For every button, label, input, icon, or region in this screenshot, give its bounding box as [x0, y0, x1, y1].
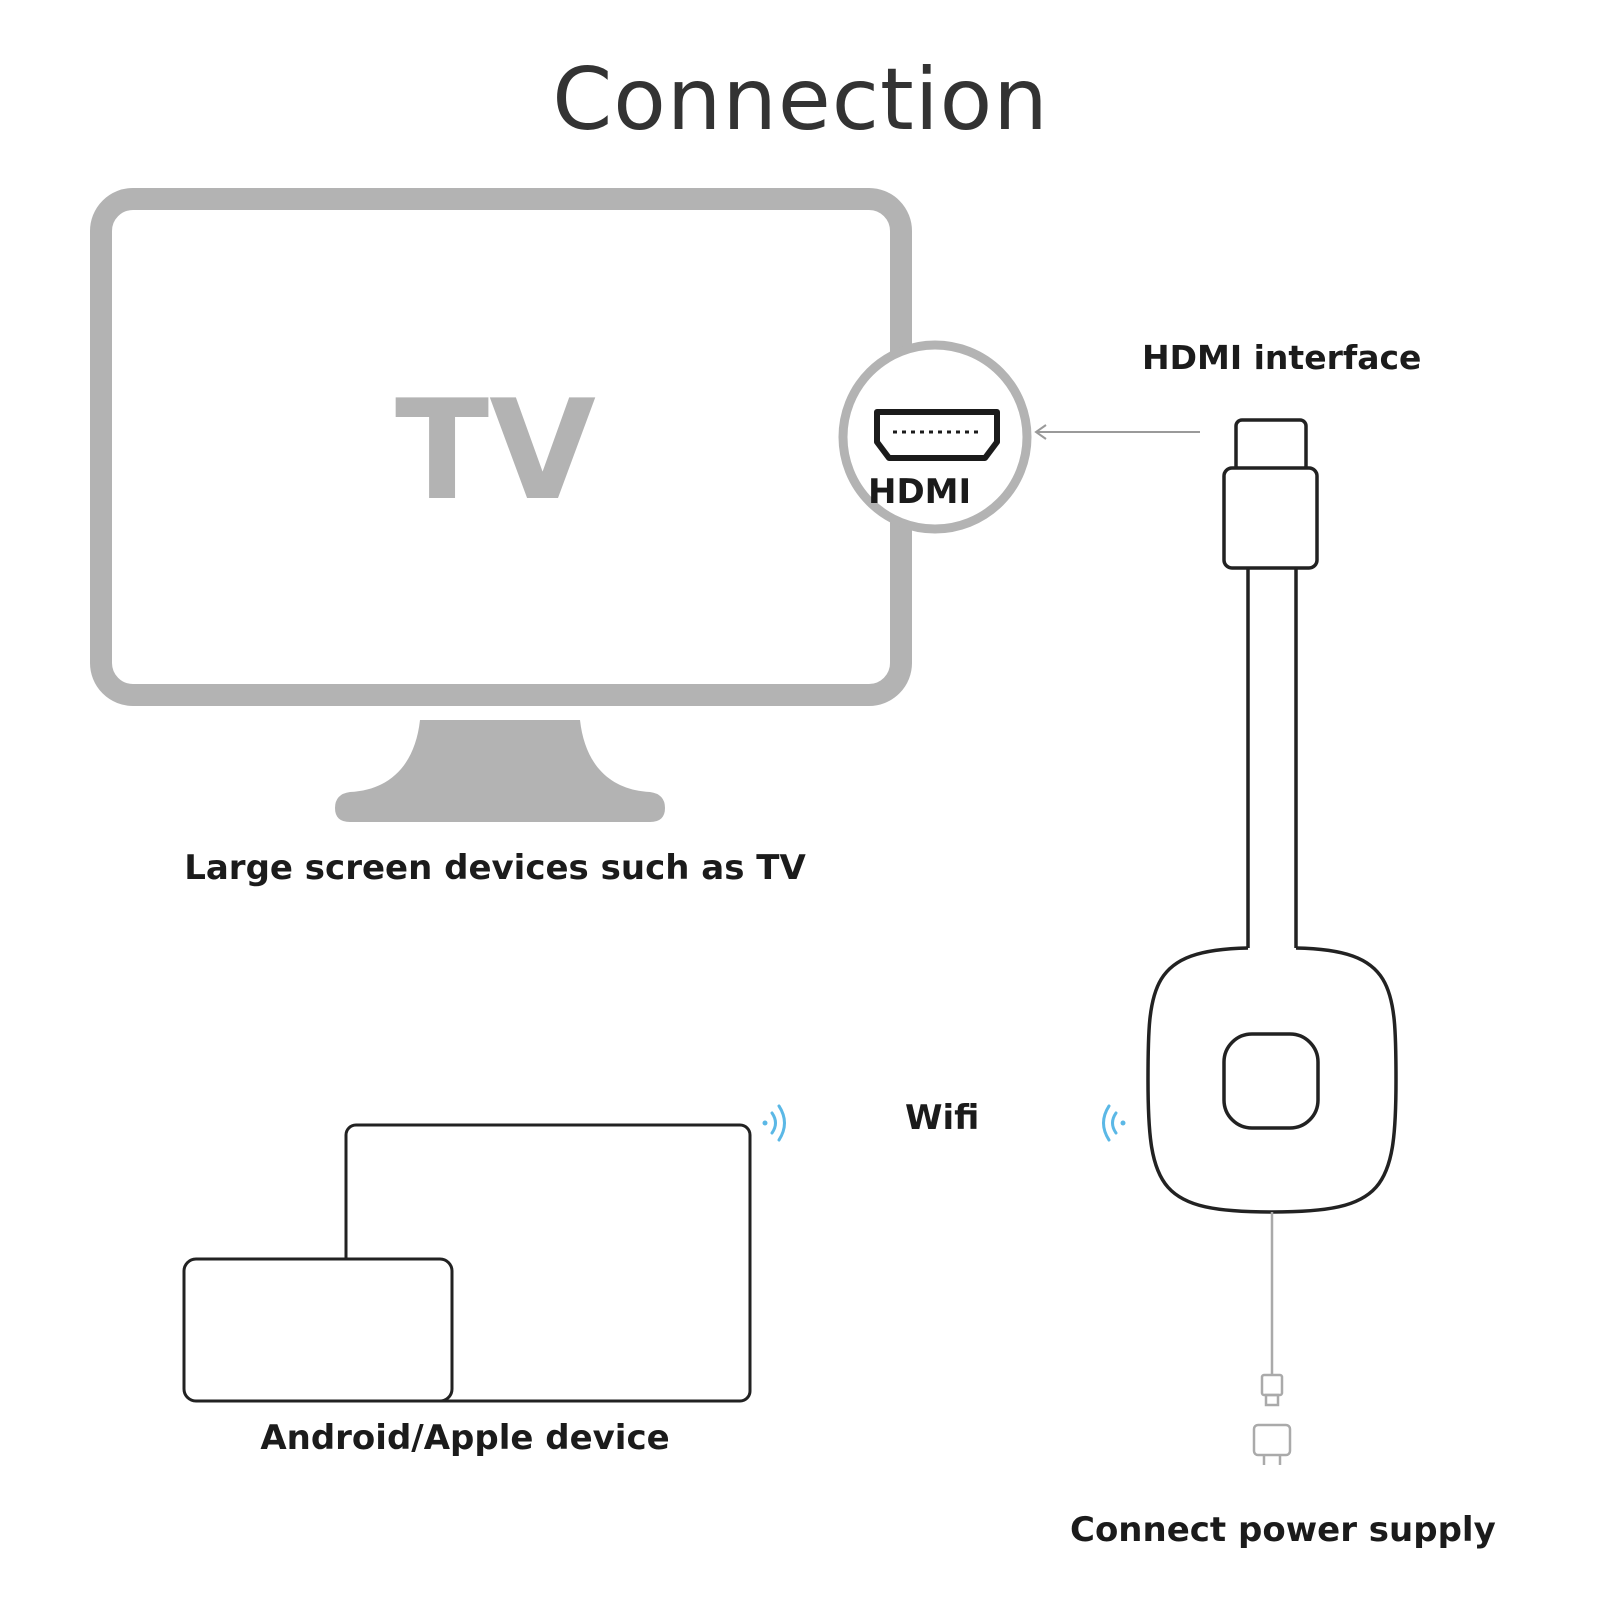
tv-screen-text: TV — [395, 370, 596, 531]
tv-caption: Large screen devices such as TV — [184, 848, 806, 888]
dongle-neck — [1246, 568, 1298, 948]
dongle — [1146, 418, 1398, 1214]
hdmi-port-icon — [874, 409, 1000, 461]
page-title: Connection — [552, 50, 1049, 150]
dongle-plug-tip — [1234, 418, 1308, 474]
tv-stand — [335, 720, 665, 822]
hdmi-badge-circle — [838, 340, 1032, 534]
wifi-label: Wifi — [905, 1098, 980, 1138]
power-supply-caption: Connect power supply — [1070, 1510, 1496, 1550]
dongle-plug-body — [1222, 466, 1319, 570]
micro-usb-plug — [1260, 1373, 1284, 1397]
mobile-device-caption: Android/Apple device — [260, 1418, 670, 1458]
wifi-signal-icon-dongle — [1102, 1104, 1126, 1142]
power-adapter-icon — [1252, 1423, 1292, 1465]
arrow-to-hdmi — [1034, 424, 1200, 440]
wifi-signal-icon — [762, 1104, 786, 1142]
phone-outline — [182, 1257, 454, 1403]
mobile-devices — [182, 1123, 752, 1403]
dongle-button — [1222, 1032, 1320, 1130]
power-cable — [1260, 1212, 1284, 1407]
hdmi-badge-label: HDMI — [868, 472, 972, 512]
hdmi-interface-label: HDMI interface — [1142, 338, 1422, 377]
